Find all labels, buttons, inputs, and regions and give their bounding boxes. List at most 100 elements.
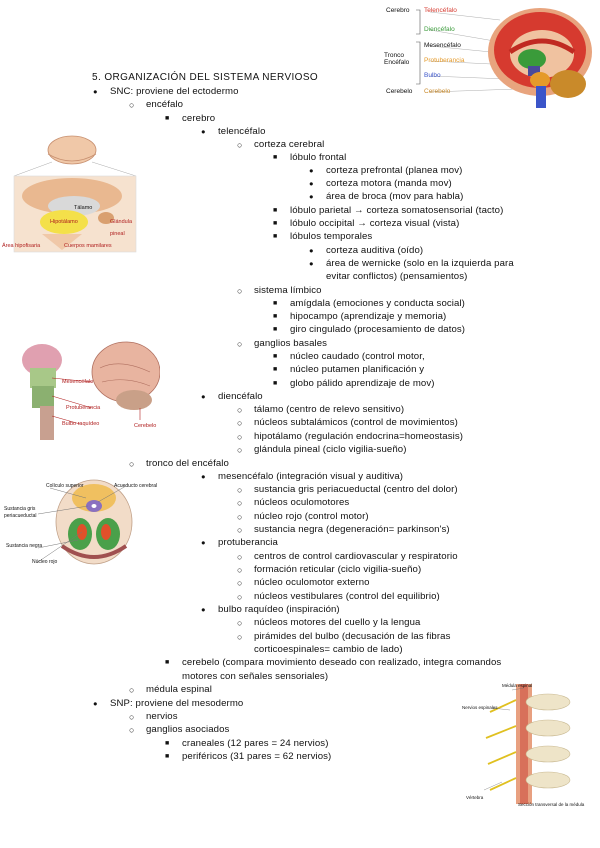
outline-line: corteza motora (manda mov) <box>326 178 452 189</box>
outline-line: centros de control cardiovascular y resp… <box>254 551 458 562</box>
outline-line: amígdala (emociones y conducta social) <box>290 298 465 309</box>
label-acueducto: Acueducto cerebral <box>114 483 158 489</box>
label-bulbo-fig: Bulbo raquídeo <box>62 421 100 427</box>
outline-line: pirámides del bulbo (decusación de las f… <box>254 631 451 642</box>
bullet-marker: ○ <box>237 445 243 455</box>
bullet-marker: ○ <box>237 498 243 508</box>
bullet-marker: ● <box>93 87 98 96</box>
outline-line: hipocampo (aprendizaje y memoria) <box>290 311 447 322</box>
bullet-marker: ○ <box>237 512 243 522</box>
label-encefalo: Encéfalo <box>384 59 410 66</box>
bullet-marker: ● <box>309 259 314 268</box>
outline-line: ganglios asociados <box>146 724 230 735</box>
label-seccion-transversal: Sección transversal de la médula <box>518 802 585 807</box>
bullet-marker: ○ <box>129 725 135 735</box>
bullet-marker: ○ <box>237 405 243 415</box>
outline-line: tronco del encéfalo <box>146 458 229 469</box>
outline-line: corticoespinales= cambio de lado) <box>254 644 403 655</box>
bullet-marker: ● <box>201 127 206 136</box>
outline-line: corteza prefrontal (planea mov) <box>326 165 463 176</box>
bullet-marker: ○ <box>237 432 243 442</box>
outline-line: cerebelo (compara movimiento deseado con… <box>182 657 502 668</box>
outline-line: núcleo rojo (control motor) <box>254 511 369 522</box>
brain-sagittal-figure: Cerebro Telencéfalo Diencéfalo Tronco En… <box>382 4 594 108</box>
outline-line: corteza cerebral <box>254 139 325 150</box>
outline-line: craneales (12 pares = 24 nervios) <box>182 738 329 749</box>
outline-line: evitar conflictos) (pensamientos) <box>326 271 468 282</box>
bullet-marker: ■ <box>273 233 278 240</box>
bullet-marker: ○ <box>237 552 243 562</box>
label-tronco: Tronco <box>384 52 404 59</box>
bullet-marker: ○ <box>237 418 243 428</box>
bullet-marker: ■ <box>273 300 278 307</box>
bullet-marker: ● <box>93 699 98 708</box>
bullet-marker: ■ <box>273 207 278 214</box>
outline-line: lóbulo parietal → corteza somatosensoria… <box>290 205 504 216</box>
outline-line: nervios <box>146 711 178 722</box>
bullet-marker: ■ <box>165 753 170 760</box>
label-protuberancia: Protuberancia <box>424 57 465 64</box>
outline-line: núcleo putamen planificación y <box>290 364 425 375</box>
outline-line: telencéfalo <box>218 126 266 137</box>
outline-line: núcleos motores del cuello y la lengua <box>254 617 421 628</box>
bullet-marker: ● <box>201 605 206 614</box>
outline-line: lóbulo occipital → corteza visual (vista… <box>290 218 460 229</box>
label-cerebelo-left: Cerebelo <box>386 88 413 95</box>
outline-line: tálamo (centro de relevo sensitivo) <box>254 404 405 415</box>
bullet-marker: ■ <box>273 380 278 387</box>
bullet-marker: ○ <box>237 578 243 588</box>
outline-line: núcleos oculomotores <box>254 497 350 508</box>
outline-line: hipotálamo (regulación endocrina=homeost… <box>254 431 464 442</box>
label-hipotalamo: Hipotálamo <box>50 219 78 225</box>
outline-line: sustancia gris periacueductal (centro de… <box>254 484 458 495</box>
outline-line: mesencéfalo (integración visual y auditi… <box>218 471 404 482</box>
bullet-marker: ○ <box>237 485 243 495</box>
bullet-marker: ○ <box>129 100 135 110</box>
bullet-marker: ● <box>201 538 206 547</box>
label-bulbo: Bulbo <box>424 72 441 79</box>
bullet-marker: ● <box>309 246 314 255</box>
bullet-marker: ● <box>309 166 314 175</box>
outline-line: formación reticular (ciclo vigilia-sueño… <box>254 564 422 575</box>
bullet-marker: ■ <box>165 115 170 122</box>
bullet-marker: ○ <box>129 685 135 695</box>
bullet-marker: ■ <box>273 313 278 320</box>
label-telencefalo: Telencéfalo <box>424 7 457 14</box>
bullet-marker: ○ <box>237 565 243 575</box>
label-medula: Médula espinal <box>502 683 533 688</box>
bullet-marker: ■ <box>273 154 278 161</box>
outline-line: núcleo caudado (control motor, <box>290 351 425 362</box>
bullet-marker: ○ <box>237 140 243 150</box>
bullet-marker: ○ <box>237 592 243 602</box>
bullet-marker: ○ <box>129 459 135 469</box>
label-area-hipofisaria: Área hipofisaria <box>2 243 41 249</box>
outline-line: área de broca (mov para habla) <box>326 191 464 202</box>
outline-line: bulbo raquídeo (inspiración) <box>218 604 340 615</box>
label-nucleo-rojo: Núcleo rojo <box>32 559 58 565</box>
bullet-marker: ● <box>309 192 314 201</box>
outline-line: glándula pineal (ciclo vigilia-sueño) <box>254 444 407 455</box>
bullet-marker: ■ <box>165 659 170 666</box>
bullet-marker: ■ <box>273 366 278 373</box>
bullet-marker: ○ <box>237 339 243 349</box>
bullet-marker: ○ <box>129 712 135 722</box>
outline-line: sistema límbico <box>254 285 322 296</box>
outline-line: protuberancia <box>218 537 278 548</box>
bullet-marker: ○ <box>237 632 243 642</box>
bullet-marker: ■ <box>273 326 278 333</box>
label-coliculo-superior: Colículo superior <box>46 483 84 489</box>
bullet-marker: ■ <box>165 740 170 747</box>
label-mesencefalo-fig: Mesencéfalo <box>62 379 94 385</box>
label-cerebelo: Cerebelo <box>424 88 451 95</box>
bullet-marker: ○ <box>237 286 243 296</box>
bullet-marker: ■ <box>273 220 278 227</box>
label-diencefalo: Diencéfalo <box>424 26 455 33</box>
label-talamo: Tálamo <box>74 205 93 211</box>
label-protuberancia-fig: Protuberancia <box>66 405 101 411</box>
outline-line: ganglios basales <box>254 338 328 349</box>
label-cerebro: Cerebro <box>386 7 410 14</box>
outline-line: diencéfalo <box>218 391 263 402</box>
outline-line: núcleos subtalámicos (control de movimie… <box>254 417 458 428</box>
label-gris-periacueductal: Sustancia gris periacueductal <box>4 506 37 519</box>
outline-line: médula espinal <box>146 684 212 695</box>
